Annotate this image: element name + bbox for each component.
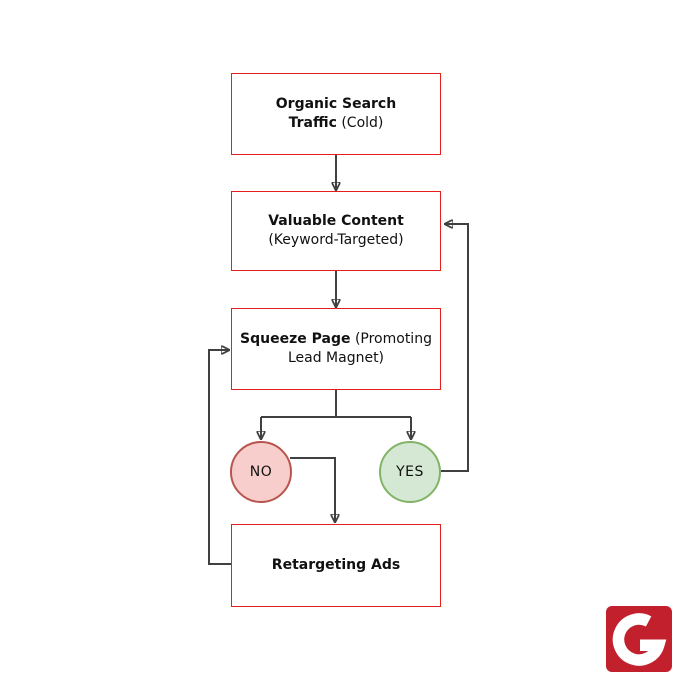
node-title: Organic Search Traffic: [275, 96, 397, 131]
decision-no-label: NO: [249, 464, 273, 480]
g-logo: [606, 606, 672, 672]
node-organic-search-traffic: Organic Search Traffic (Cold): [231, 73, 441, 155]
node-subtitle: (Keyword-Targeted): [268, 232, 404, 248]
decision-yes: YES: [379, 441, 441, 503]
node-title: Retargeting Ads: [271, 557, 401, 574]
node-label: Squeeze Page (Promoting Lead Magnet): [236, 330, 436, 368]
node-subtitle: (Promoting Lead Magnet): [287, 331, 432, 366]
node-retargeting-ads: Retargeting Ads: [231, 524, 441, 607]
arrow-retargeting-to-squeeze-loop: [208, 350, 231, 565]
node-squeeze-page: Squeeze Page (Promoting Lead Magnet): [231, 308, 441, 390]
node-title: Squeeze Page: [240, 331, 351, 348]
g-logo-letter-icon: [612, 613, 667, 666]
node-label: Valuable Content (Keyword-Targeted): [236, 212, 436, 250]
node-label: Retargeting Ads: [272, 556, 400, 575]
arrow-yes-to-content-loop: [441, 224, 469, 472]
node-label: Organic Search Traffic (Cold): [256, 95, 416, 133]
decision-yes-label: YES: [396, 464, 424, 480]
node-title: Valuable Content: [268, 213, 404, 230]
node-subtitle: (Cold): [341, 115, 384, 131]
decision-no: NO: [230, 441, 292, 503]
node-valuable-content: Valuable Content (Keyword-Targeted): [231, 191, 441, 271]
arrow-no-to-retargeting: [290, 457, 335, 521]
